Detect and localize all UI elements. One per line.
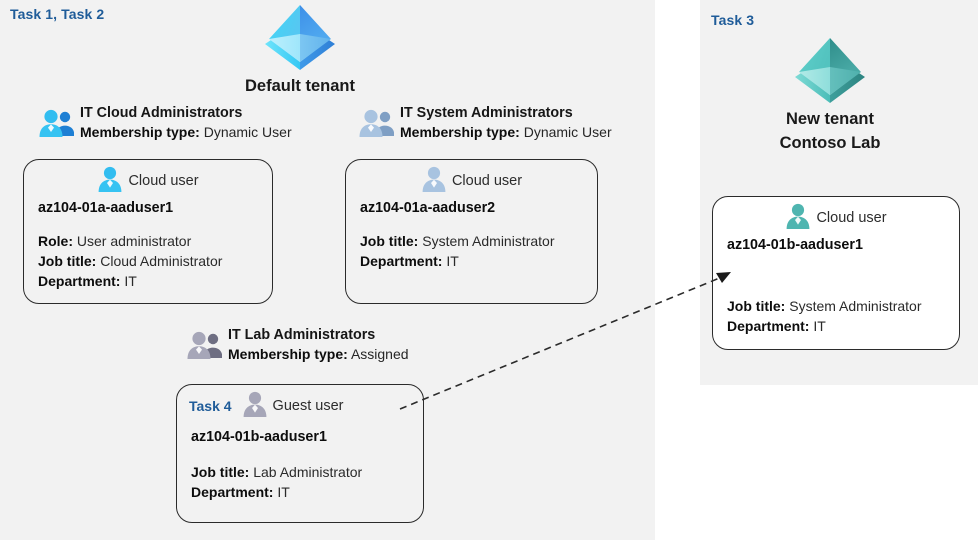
group-it-cloud-administrators-text: IT Cloud Administrators Membership type:… [80,104,292,143]
azure-ad-tenant-icon-teal [740,35,920,108]
user-type-label: Cloud user [451,173,523,189]
task-label-default-tenant: Task 1, Task 2 [10,6,105,22]
user-property-job-title: Job title: System Administrator [727,297,959,317]
user-properties: Job title: System Administrator Departme… [346,232,597,272]
group-users-icon-blue [38,108,75,143]
user-card-az104-01b-aaduser1-cloud: Cloud user az104-01b-aaduser1 Job title:… [712,196,960,350]
card-header: Task 4 Guest user [177,391,423,421]
user-property-value: System Administrator [789,298,922,314]
group-membership-value: Dynamic User [203,124,292,141]
card-header: Cloud user [713,203,959,233]
user-property-value: User administrator [76,233,192,249]
group-membership-value: Dynamic User [523,124,612,141]
group-membership-value: Assigned [350,346,409,363]
group-users-icon-gray [186,330,223,365]
guest-user-icon-gray [242,391,268,422]
user-type-label: Cloud user [128,173,199,189]
default-tenant-name: Default tenant [244,77,355,95]
user-property-job-title: Job title: Cloud Administrator [38,252,272,272]
task-label-new-tenant: Task 3 [711,12,755,28]
group-it-system-administrators: IT System Administrators Membership type… [358,104,612,143]
user-properties: Job title: Lab Administrator Department:… [177,463,423,503]
user-property-label: Job title: [191,464,250,480]
user-property-value: IT [277,483,290,500]
user-property-label: Job title: [727,298,786,314]
user-property-value: IT [813,317,826,334]
group-membership-label: Membership type: [80,124,200,141]
user-card-az104-01a-aaduser2: Cloud user az104-01a-aaduser2 Job title:… [345,159,598,304]
user-card-az104-01a-aaduser1: Cloud user az104-01a-aaduser1 Role: User… [23,159,273,304]
user-property-value: Cloud Administrator [100,252,223,269]
user-principal-name: az104-01a-aaduser2 [360,200,496,216]
group-title: IT Cloud Administrators [80,105,243,121]
cloud-user-icon-blue [97,166,123,197]
default-tenant-block: Default tenant [215,2,385,99]
user-property-label: Department: [360,252,443,269]
user-principal-name: az104-01a-aaduser1 [38,200,174,216]
user-property-label: Department: [38,272,121,289]
azure-ad-tenant-icon-blue [215,2,385,75]
group-title: IT System Administrators [400,105,573,121]
user-property-label: Job title: [38,252,97,269]
new-tenant-block: New tenant Contoso Lab [740,35,920,156]
user-property-label: Department: [191,483,274,500]
card-header: Cloud user [346,166,597,196]
group-it-system-administrators-text: IT System Administrators Membership type… [400,104,612,143]
group-title: IT Lab Administrators [228,327,376,343]
user-principal-name: az104-01b-aaduser1 [191,429,327,445]
user-properties: Role: User administrator Job title: Clou… [24,232,272,292]
user-property-job-title: Job title: System Administrator [360,232,597,252]
group-users-icon-lightblue [358,108,395,143]
user-property-department: Department: IT [38,272,272,292]
group-it-lab-administrators: IT Lab Administrators Membership type: A… [186,326,409,365]
group-membership-line: Membership type: Dynamic User [80,123,292,143]
cloud-user-icon-teal [785,203,811,234]
user-property-department: Department: IT [191,483,423,503]
user-property-value: IT [124,272,137,289]
user-property-value: Lab Administrator [253,464,363,480]
user-card-az104-01b-aaduser1-guest: Task 4 Guest user az104-01b-aaduser1 Job… [176,384,424,523]
user-property-job-title: Job title: Lab Administrator [191,463,423,483]
card-header: Cloud user [24,166,272,196]
group-membership-label: Membership type: [400,124,520,141]
user-property-role: Role: User administrator [38,232,272,252]
user-type-label: Guest user [272,398,344,414]
user-type-label: Cloud user [816,210,887,226]
group-it-cloud-administrators: IT Cloud Administrators Membership type:… [38,104,292,143]
user-property-label: Job title: [360,233,419,249]
task-label-inline-task4: Task 4 [189,398,232,414]
cloud-user-icon-lightblue [421,166,447,197]
group-membership-line: Membership type: Dynamic User [400,123,612,143]
group-it-lab-administrators-text: IT Lab Administrators Membership type: A… [228,326,409,365]
user-property-value: IT [446,252,459,269]
user-property-department: Department: IT [727,317,959,337]
group-membership-line: Membership type: Assigned [228,345,409,365]
new-tenant-name-line1: New tenant [785,110,874,128]
user-properties: Job title: System Administrator Departme… [713,297,959,337]
user-property-department: Department: IT [360,252,597,272]
group-membership-label: Membership type: [228,346,348,363]
user-property-value: System Administrator [422,233,555,249]
user-principal-name: az104-01b-aaduser1 [727,237,863,253]
new-tenant-name-line2: Contoso Lab [779,133,881,152]
user-property-label: Role: [38,233,73,249]
user-property-label: Department: [727,317,810,334]
